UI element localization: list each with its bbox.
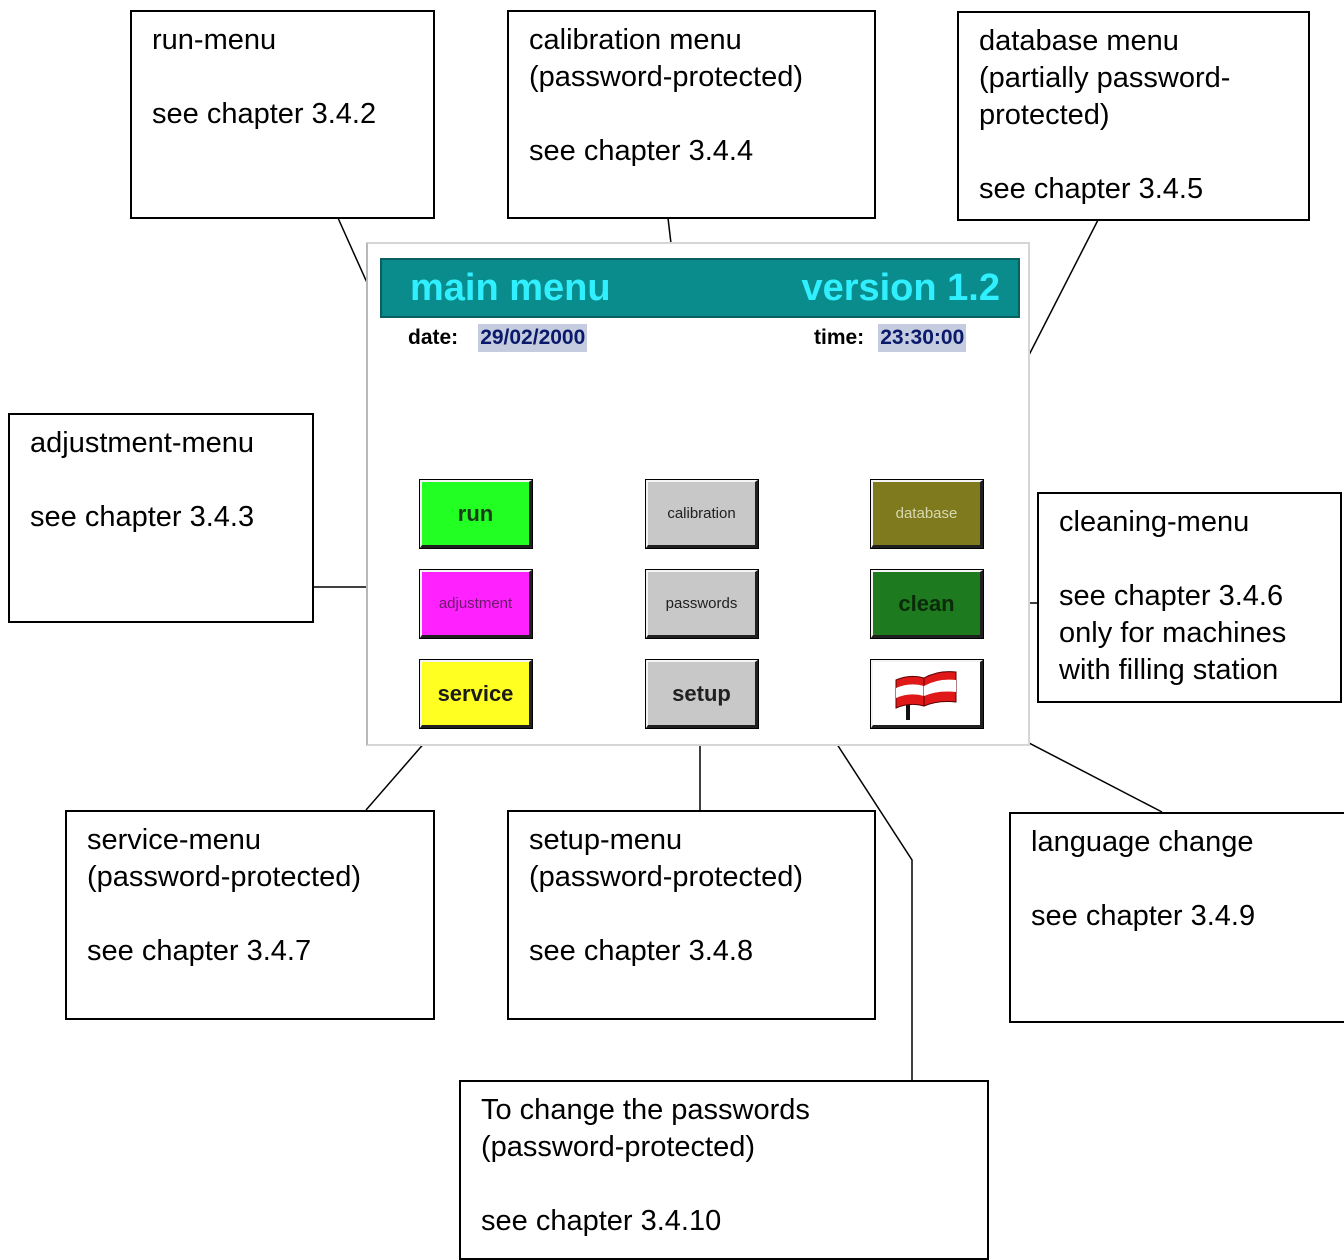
setup-button-label: setup: [672, 680, 731, 706]
language-button[interactable]: [870, 659, 984, 729]
callout-title: setup-menu: [529, 824, 683, 856]
callout-adjustment-menu: adjustment-menu see chapter 3.4.3: [8, 413, 314, 623]
callout-service-menu: service-menu (password-protected) see ch…: [65, 810, 435, 1020]
run-button-label: run: [457, 500, 494, 526]
callout-note: only for machines: [1059, 617, 1287, 649]
flag-icon: [873, 662, 980, 725]
callout-cleaning-menu: cleaning-menu see chapter 3.4.6 only for…: [1037, 492, 1342, 703]
callout-title: run-menu: [152, 24, 277, 56]
callout-note: with filling station: [1059, 654, 1279, 686]
callout-note: protected): [979, 99, 1110, 131]
callout-title: cleaning-menu: [1059, 506, 1250, 538]
run-button[interactable]: run: [419, 479, 533, 549]
callout-run-menu: run-menu see chapter 3.4.2: [130, 10, 435, 219]
passwords-button[interactable]: passwords: [645, 569, 759, 639]
callout-reference: see chapter 3.4.4: [529, 135, 754, 167]
main-menu-screen: main menu version 1.2 date: 29/02/2000 ti…: [366, 242, 1030, 746]
callout-calibration-menu: calibration menu (password-protected) se…: [507, 10, 876, 219]
adjustment-button-label: adjustment: [438, 595, 513, 612]
callout-reference: see chapter 3.4.2: [152, 98, 377, 130]
time-label: time:: [814, 326, 865, 349]
callout-reference: see chapter 3.4.10: [481, 1205, 722, 1237]
callout-note: (password-protected): [529, 61, 803, 93]
callout-title: adjustment-menu: [30, 427, 255, 459]
database-button-label: database: [895, 505, 958, 522]
date-display: date: 29/02/2000: [408, 324, 588, 352]
date-label: date:: [408, 326, 459, 349]
callout-database-menu: database menu (partially password- prote…: [957, 11, 1310, 221]
date-value: 29/02/2000: [478, 324, 588, 352]
screen-title: main menu: [410, 267, 611, 309]
version-label: version 1.2: [801, 267, 1000, 309]
callout-note: (password-protected): [529, 861, 803, 893]
callout-setup-menu: setup-menu (password-protected) see chap…: [507, 810, 876, 1020]
setup-button[interactable]: setup: [645, 659, 759, 729]
callout-reference: see chapter 3.4.6: [1059, 580, 1284, 612]
calibration-button-label: calibration: [667, 505, 736, 522]
service-button-label: service: [437, 680, 514, 706]
title-bar: main menu version 1.2: [380, 258, 1020, 318]
callout-reference: see chapter 3.4.7: [87, 935, 312, 967]
callout-title: calibration menu: [529, 24, 742, 56]
time-display: time: 23:30:00: [814, 324, 967, 352]
adjustment-button[interactable]: adjustment: [419, 569, 533, 639]
callout-note: (partially password-: [979, 62, 1231, 94]
callout-language-change: language change see chapter 3.4.9: [1009, 812, 1344, 1023]
callout-title: language change: [1031, 826, 1254, 858]
callout-reference: see chapter 3.4.5: [979, 173, 1204, 205]
clean-button[interactable]: clean: [870, 569, 984, 639]
callout-title: service-menu: [87, 824, 262, 856]
time-value: 23:30:00: [878, 324, 967, 352]
calibration-button[interactable]: calibration: [645, 479, 759, 549]
clean-button-label: clean: [898, 590, 955, 616]
callout-title: database menu: [979, 25, 1179, 57]
callout-title: To change the passwords: [481, 1094, 810, 1126]
service-button[interactable]: service: [419, 659, 533, 729]
callout-reference: see chapter 3.4.8: [529, 935, 754, 967]
callout-reference: see chapter 3.4.9: [1031, 900, 1256, 932]
passwords-button-label: passwords: [665, 595, 738, 612]
callout-note: (password-protected): [481, 1131, 755, 1163]
callout-reference: see chapter 3.4.3: [30, 501, 255, 533]
callout-note: (password-protected): [87, 861, 361, 893]
database-button[interactable]: database: [870, 479, 984, 549]
callout-passwords: To change the passwords (password-protec…: [459, 1080, 989, 1260]
